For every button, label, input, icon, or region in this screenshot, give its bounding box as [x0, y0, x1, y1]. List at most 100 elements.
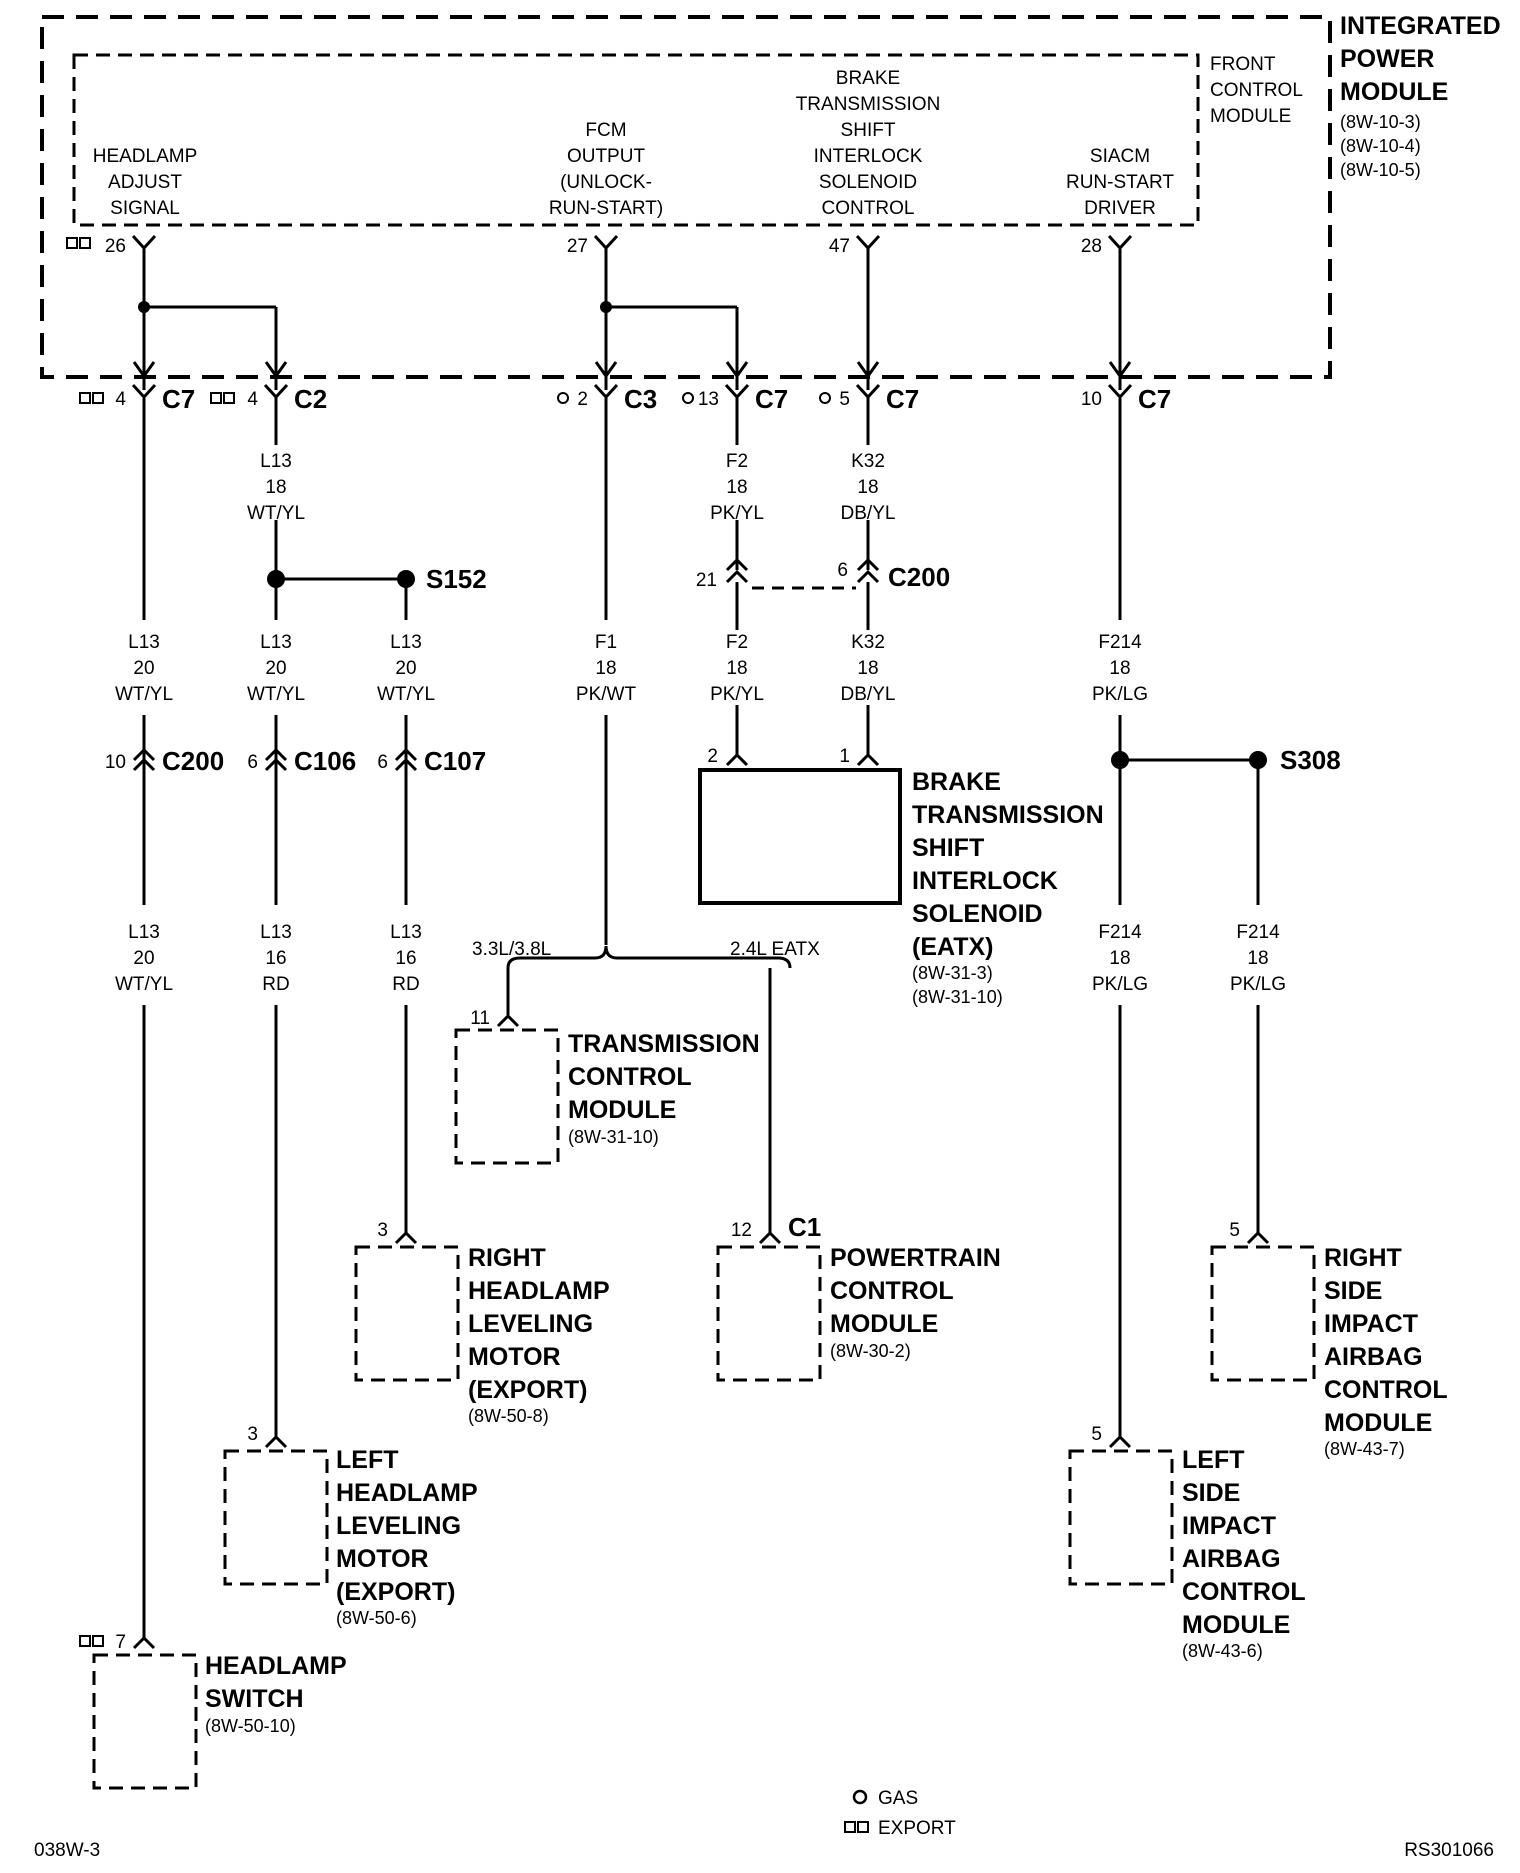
wire-label-color: WT/YL [377, 684, 435, 705]
pcm-title-line: CONTROL [830, 1277, 954, 1305]
wire-label-gauge: 18 [726, 658, 747, 679]
solenoid-title-line: INTERLOCK [912, 867, 1058, 895]
fcm-pin-26: 26 [105, 236, 126, 257]
tcm-pin-11: 11 [470, 1008, 490, 1029]
footer-left: 038W-3 [34, 1840, 100, 1861]
rhlm-title-line: MOTOR [468, 1343, 561, 1371]
rhlm-title-line: (EXPORT) [468, 1376, 587, 1404]
lhlm-pin-3: 3 [247, 1424, 258, 1445]
rhlm-title-line: RIGHT [468, 1244, 546, 1272]
brake-transmission-shift-interlock-solenoid-box [698, 768, 902, 905]
export-marker-icon [79, 237, 91, 249]
lhlm-title-line: LEFT [336, 1446, 399, 1474]
c106-connector-label: C106 [294, 746, 356, 776]
ipm-connector-2-pin: 4 [247, 389, 258, 410]
wire-label-circuit: F2 [726, 451, 748, 472]
fcm-circuit-3-line-2: TRANSMISSION [796, 94, 941, 115]
rsiacm-pin-5: 5 [1229, 1220, 1240, 1241]
fcm-circuit-3-line-6: CONTROL [822, 198, 915, 219]
wire-label-circuit: F214 [1236, 922, 1280, 943]
wire-label-circuit: F214 [1098, 922, 1142, 943]
export-marker-icon [223, 392, 235, 404]
branch-bracket [506, 945, 792, 969]
splice-s152-dot [397, 570, 415, 588]
wire-label-gauge: 20 [133, 658, 154, 679]
tcm-ref: (8W-31-10) [568, 1127, 659, 1147]
fcm-circuit-2-line-2: OUTPUT [567, 146, 646, 167]
wire-label-gauge: 18 [857, 477, 878, 498]
solenoid-title-line: (EATX) [912, 933, 993, 961]
ipm-connector-1-pin: 4 [115, 389, 126, 410]
wire-label-color: PK/WT [576, 684, 637, 705]
lsiacm-title-line: CONTROL [1182, 1578, 1306, 1606]
rsiacm-title-line: AIRBAG [1324, 1343, 1423, 1371]
wire-label-gauge: 18 [1247, 948, 1268, 969]
rsiacm-title-line: SIDE [1324, 1277, 1382, 1305]
fcm-circuit-3-line-5: SOLENOID [819, 172, 917, 193]
fcm-circuit-1-line-3: SIGNAL [110, 198, 180, 219]
fcm-title-line-3: MODULE [1210, 106, 1291, 127]
gas-marker-icon [819, 392, 831, 404]
solenoid-title-line: BRAKE [912, 768, 1001, 796]
branch-right-label: 2.4L EATX [730, 939, 820, 960]
solenoid-title-line: TRANSMISSION [912, 801, 1104, 829]
wire-label-circuit: F2 [726, 632, 748, 653]
hsw-pin-7: 7 [115, 1632, 126, 1653]
front-control-module-outline [72, 53, 1200, 227]
wire-label-circuit: F214 [1098, 632, 1142, 653]
wire-label-color: DB/YL [841, 503, 896, 524]
ipm-connector-6-name: C7 [1138, 384, 1171, 414]
terminal-icon [593, 234, 619, 251]
c200-pin-6: 6 [837, 560, 848, 581]
headlamp-switch-box [92, 1653, 198, 1790]
pcm-pin-12: 12 [731, 1220, 752, 1241]
rhlm-pin-3: 3 [377, 1220, 388, 1241]
splice-s152-label: S152 [426, 564, 487, 594]
wire-label-circuit: K32 [851, 451, 885, 472]
right-headlamp-leveling-motor-box [354, 1245, 460, 1382]
fcm-circuit-3-line-1: BRAKE [836, 68, 900, 89]
wire-label-gauge: 18 [857, 658, 878, 679]
wire-label-gauge: 18 [1109, 658, 1130, 679]
fcm-pin-28: 28 [1081, 236, 1102, 257]
tcm-title-line: MODULE [568, 1096, 676, 1124]
terminal-icon [264, 1434, 288, 1449]
terminal-icon [1246, 1230, 1270, 1245]
lsiacm-title-line: AIRBAG [1182, 1545, 1281, 1573]
splice-dot [138, 301, 150, 313]
rhlm-ref: (8W-50-8) [468, 1406, 549, 1426]
wire-label-gauge: 16 [395, 948, 416, 969]
wire-label-color: RD [262, 974, 289, 995]
splice-s308-dot [1249, 751, 1267, 769]
lsiacm-title-line: MODULE [1182, 1611, 1290, 1639]
c106-pin-6: 6 [247, 752, 258, 773]
export-marker-icon [92, 1635, 104, 1647]
wire-label-color: WT/YL [247, 503, 305, 524]
c107-pin-6: 6 [377, 752, 388, 773]
right-side-impact-airbag-control-module-box [1210, 1245, 1316, 1382]
terminal-icon [394, 1230, 418, 1245]
wire-label-circuit: L13 [390, 922, 422, 943]
wire-label-gauge: 20 [265, 658, 286, 679]
export-marker-icon [79, 392, 91, 404]
transmission-control-module-box [454, 1028, 560, 1165]
wire-label-color: WT/YL [115, 684, 173, 705]
terminal-icon [1108, 1434, 1132, 1449]
wire-label-gauge: 20 [133, 948, 154, 969]
solenoid-pin-1: 1 [839, 746, 850, 767]
ipm-connector-5-name: C7 [886, 384, 919, 414]
fcm-pin-27: 27 [567, 236, 588, 257]
wire-label-gauge: 18 [726, 477, 747, 498]
hsw-title-line: SWITCH [205, 1685, 304, 1713]
ipm-connector-5-pin: 5 [839, 389, 850, 410]
splice-dot [600, 301, 612, 313]
branch-left-label: 3.3L/3.8L [472, 939, 551, 960]
ipm-ref-1: (8W-10-3) [1340, 112, 1421, 132]
gas-legend-icon [852, 1789, 868, 1805]
export-marker-icon [92, 392, 104, 404]
rsiacm-ref: (8W-43-7) [1324, 1439, 1405, 1459]
lsiacm-title-line: IMPACT [1182, 1512, 1276, 1540]
footer-right: RS301066 [1404, 1840, 1494, 1861]
tcm-title-line: CONTROL [568, 1063, 692, 1091]
rsiacm-title-line: CONTROL [1324, 1376, 1448, 1404]
